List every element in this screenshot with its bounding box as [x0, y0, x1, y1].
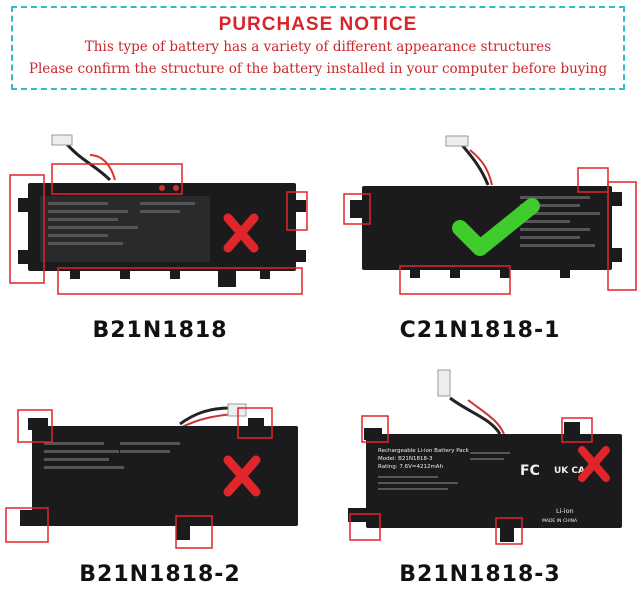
pack-label-line-2: Model: B21N1818-3: [378, 456, 433, 462]
battery-image-b21n1818-3: Rechargeable Li-ion Battery Pack Model: …: [348, 369, 622, 545]
battery-model-label: B21N1818: [92, 318, 228, 343]
battery-image-c21n1818-1: [343, 135, 637, 295]
li-ion-mark: Li-ion: [556, 507, 574, 515]
notice-line-1: This type of battery has a variety of di…: [84, 39, 552, 55]
red-x-icon: [223, 455, 261, 497]
battery-panel-b21n1818-2: B21N1818-2: [0, 358, 320, 598]
made-in-label: MADE IN CHINA: [542, 518, 578, 524]
pack-label-line-1: Rechargeable Li-ion Battery Pack: [378, 448, 470, 454]
battery-image-b21n1818-2: [5, 403, 298, 549]
notice-title: PURCHASE NOTICE: [218, 14, 418, 35]
ukca-mark: UK CA: [554, 466, 585, 476]
battery-image-b21n1818: [9, 134, 308, 295]
battery-panel-b21n1818-3: Rechargeable Li-ion Battery Pack Model: …: [320, 358, 640, 598]
green-check-icon: [452, 198, 540, 256]
purchase-notice-box: PURCHASE NOTICE This type of battery has…: [11, 6, 625, 90]
battery-panel-b21n1818: B21N1818: [0, 100, 320, 343]
battery-model-label: B21N1818-3: [399, 562, 561, 587]
fc-mark: FC: [520, 463, 540, 479]
red-x-icon: [578, 446, 610, 482]
notice-line-2: Please confirm the structure of the batt…: [28, 61, 608, 77]
battery-model-label: B21N1818-2: [79, 562, 241, 587]
battery-model-label: C21N1818-1: [399, 318, 561, 343]
battery-panel-c21n1818-1: C21N1818-1: [320, 100, 640, 343]
red-x-icon: [223, 213, 259, 253]
pack-label-line-3: Rating: 7.6V=4212mAh: [378, 464, 444, 470]
